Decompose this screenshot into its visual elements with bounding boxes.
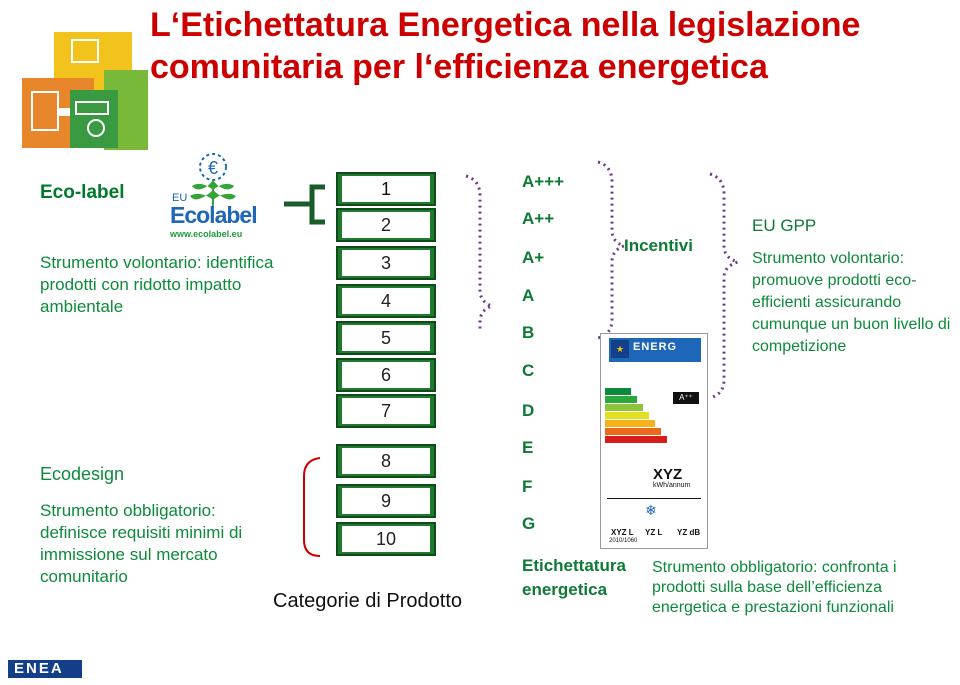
eu-gpp-heading: EU GPP [752,216,817,235]
category-box: 1 [336,172,436,206]
svg-text:€: € [208,158,218,178]
category-box: 9 [336,484,436,518]
energy-class: A+++ [522,172,565,191]
snowflake-icon: ❄ [645,502,657,518]
category-box: 8 [336,444,436,478]
energy-class: B [522,323,535,342]
energy-bar-2 [605,396,637,403]
energy-label-footer: 2010/1060 [609,538,638,544]
energy-class: E [522,438,534,457]
energy-class: C [522,361,535,380]
ecolabel-eu-text: EU [172,192,188,204]
ecolabel-word: Ecolabel [170,202,258,228]
energy-bar-4 [605,412,649,419]
energy-label-brand: ENERG [633,341,678,353]
incentivi-label: Incentivi [624,236,693,255]
category-box-label: 4 [342,288,430,314]
energy-class: G [522,514,536,533]
energy-rating-badge: A⁺⁺ [673,392,699,404]
ecolabel-logo: € EU Ecolabel www.ecolabel.eu [166,150,258,242]
enea-logo-icon [8,660,82,678]
energy-label-graphic: ★ ENERG A⁺⁺ XYZ kWh/annum ❄ XYZ L YZ L Y… [600,333,708,549]
energy-bar-5 [605,420,655,427]
category-box: 2 [336,208,436,242]
category-box-label: 3 [342,250,430,276]
category-box: 5 [336,321,436,355]
energy-icon-label-3: YZ dB [677,528,701,537]
ecolabel-url: www.ecolabel.eu [170,229,243,239]
category-box-label: 10 [342,526,430,552]
energy-bar-3 [605,404,643,411]
appliance-logo-graphic [14,30,152,152]
category-box-label: 7 [342,398,430,424]
category-box-label: 6 [342,362,430,388]
energy-class: F [522,477,533,496]
energy-class: A++ [522,209,555,228]
enea-logo: ENEA [8,658,82,680]
energy-label-divider [607,498,701,499]
energy-class: D [522,401,535,420]
ecodesign-description: Strumento obbligatorio: definisce requis… [40,501,243,586]
energy-icon-label-1: XYZ L [611,528,634,537]
category-box-label: 8 [342,448,430,474]
etichettatura-label: Etichettatura energetica [522,556,626,599]
ecolabel-heading: Eco-label [40,182,125,203]
energy-bar-7 [605,436,667,443]
category-box: 10 [336,522,436,556]
energy-class: A [522,286,535,305]
category-box-label: 2 [342,212,430,238]
energy-label-description: Strumento obbligatorio: confronta i prod… [652,559,897,616]
category-box: 3 [336,246,436,280]
category-box-label: 5 [342,325,430,351]
category-box: 6 [336,358,436,392]
categories-caption: Categorie di Prodotto [273,590,463,612]
energy-unit: kWh/annum [653,482,691,489]
eu-gpp-description: Strumento volontario: promuove prodotti … [752,250,951,355]
energy-bar-1 [605,388,631,395]
ecolabel-description: Strumento volontario: identifica prodott… [40,253,274,316]
energy-class: A+ [522,248,545,267]
energy-bar-6 [605,428,661,435]
category-box-label: 9 [342,488,430,514]
eu-flag-icon: ★ [611,340,629,358]
category-box-label: 1 [342,176,430,202]
energy-consumption: XYZ [653,466,683,483]
flower-icon: € [190,153,236,206]
page-title: L‘Etichettatura Energetica nella legisla… [150,6,861,86]
ecodesign-heading: Ecodesign [40,464,125,484]
category-box: 7 [336,394,436,428]
energy-icon-label-2: YZ L [645,528,663,537]
enea-logo-text: ENEA [14,660,64,677]
category-box: 4 [336,284,436,318]
